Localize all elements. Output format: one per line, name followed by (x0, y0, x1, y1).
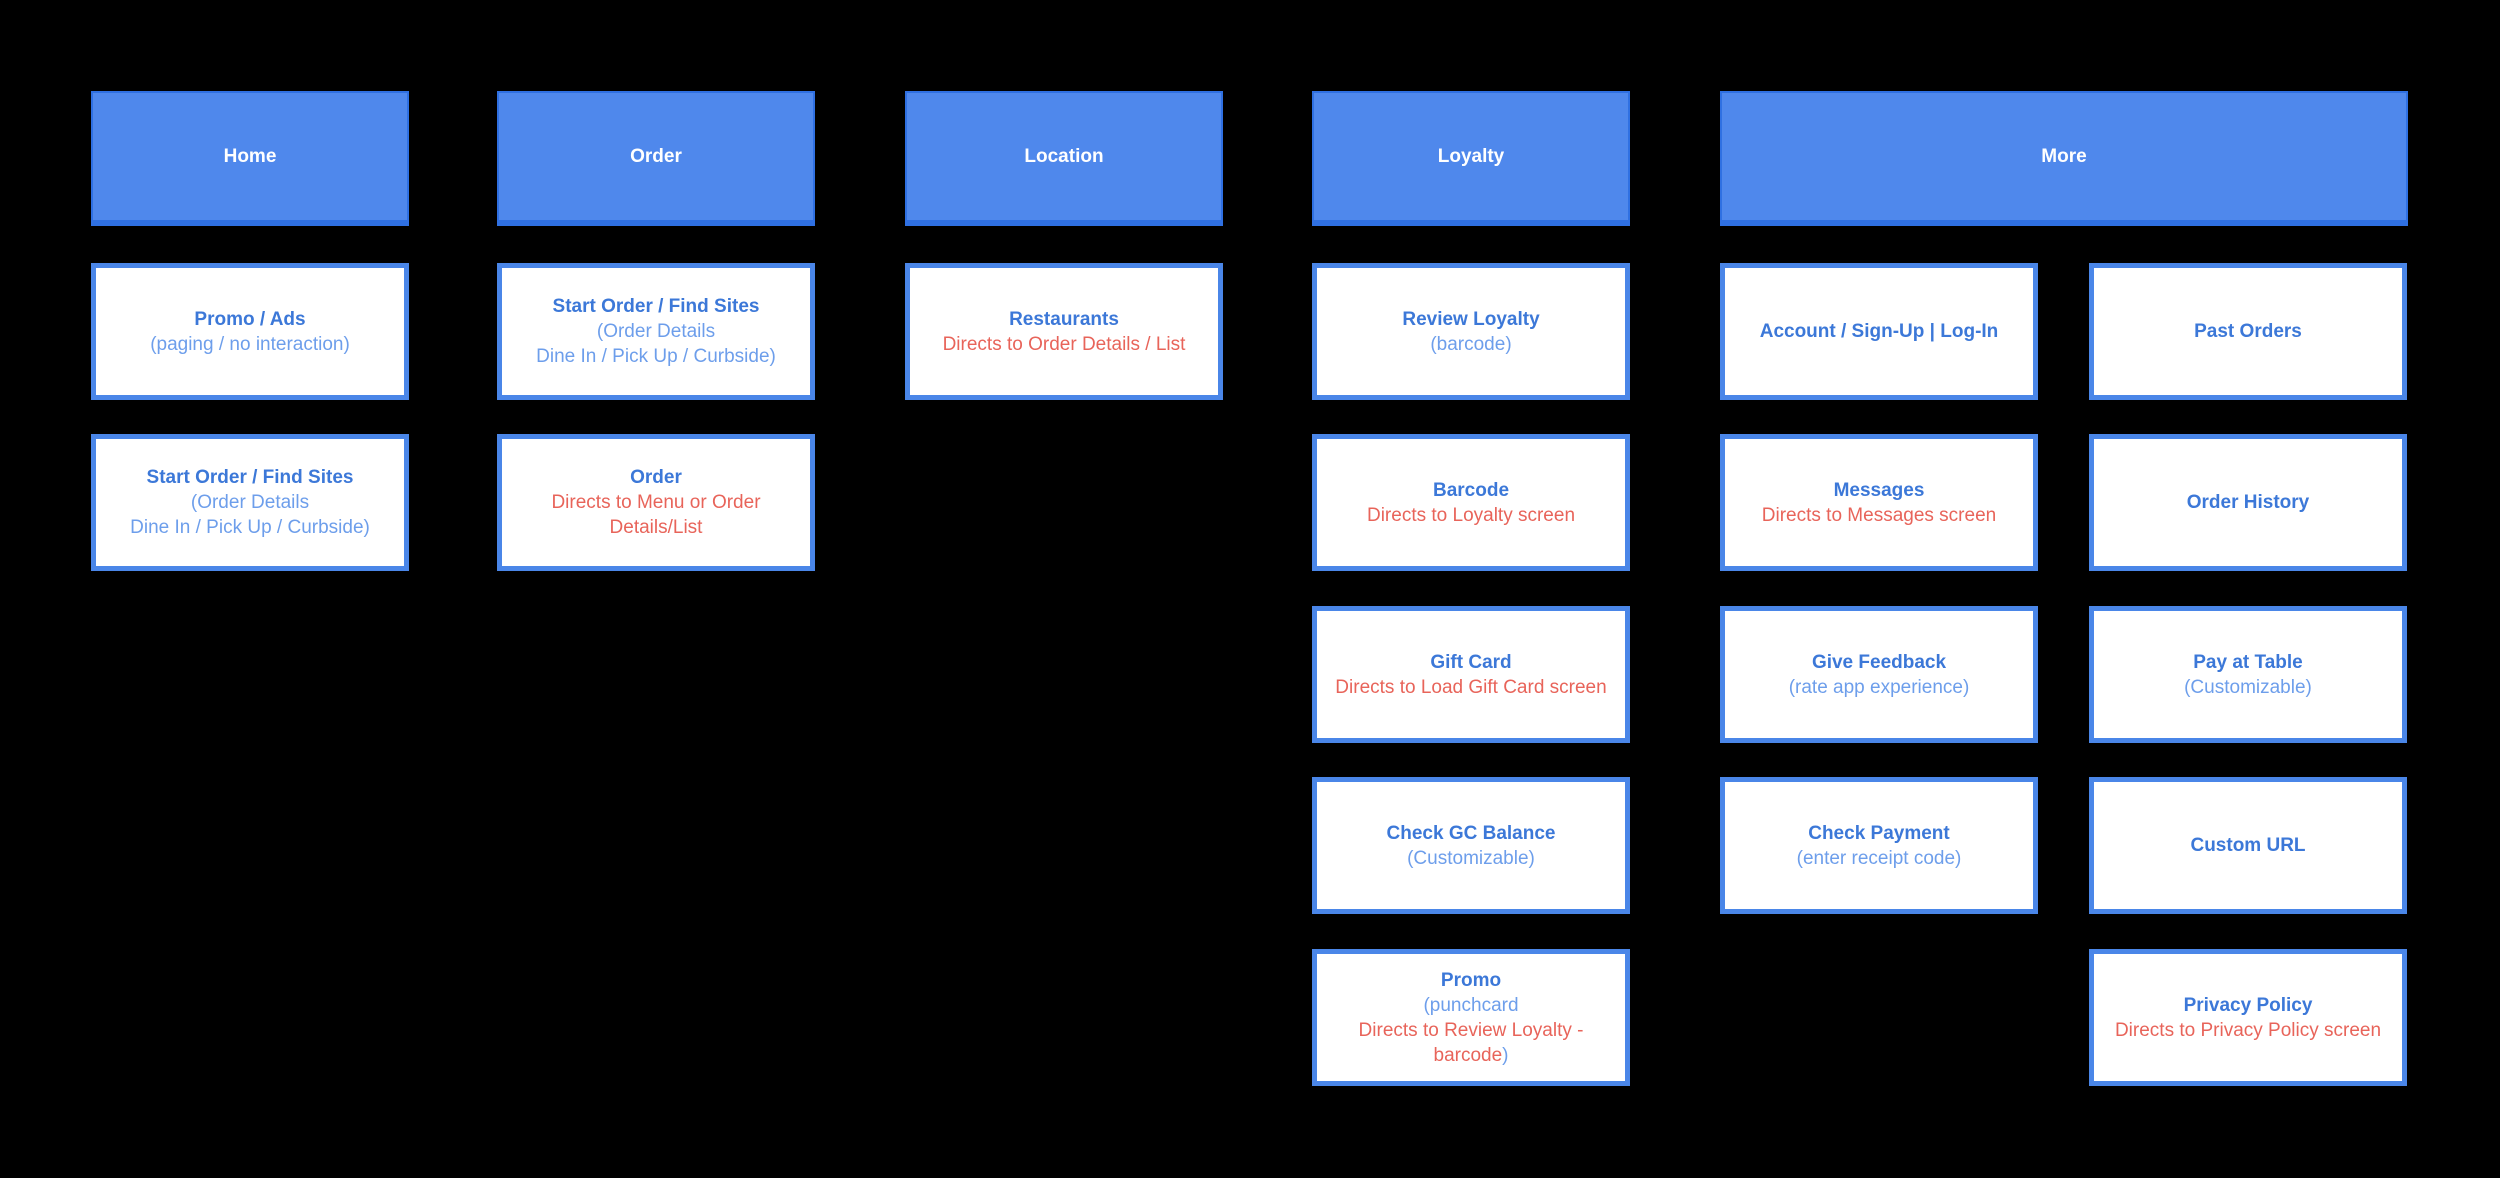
column-header-label: Loyalty (1437, 145, 1505, 167)
node-text-line: (enter receipt code) (1796, 847, 1962, 869)
column-header-more: More (1720, 91, 2408, 226)
node-review-loyalty: Review Loyalty (barcode) (1312, 263, 1630, 400)
node-account-sign-up-log-in: Account / Sign-Up | Log-In (1720, 263, 2038, 400)
node-text-line: (Customizable) (2184, 676, 2312, 698)
node-past-orders: Past Orders (2089, 263, 2407, 400)
node-promo-ads: Promo / Ads (paging / no interaction) (91, 263, 409, 400)
node-text-line: Directs to Menu or Order (551, 492, 761, 513)
node-custom-url: Custom URL (2089, 777, 2407, 914)
node-text-line: (Order Details (190, 492, 310, 513)
node-text-line: barcode) (1434, 1043, 1509, 1068)
node-text-line: Start Order / Find Sites (552, 296, 760, 317)
node-text-line: Dine In / Pick Up / Curbside) (536, 346, 776, 367)
node-text-line: Custom URL (2190, 835, 2306, 856)
node-text-line: Messages (1833, 479, 1925, 501)
node-text-line: Check Payment (1808, 822, 1950, 844)
node-text-line: Start Order / Find Sites (146, 467, 354, 488)
node-text-line: Barcode (1432, 479, 1510, 501)
column-header-label: Home (223, 145, 277, 167)
node-text-line: Give Feedback (1811, 651, 1947, 673)
node-text-line: Directs to Review Loyalty - (1358, 1019, 1584, 1041)
node-text-segment: ) (1502, 1044, 1509, 1066)
node-text-line: (rate app experience) (1788, 676, 1970, 698)
column-header-label: More (2041, 145, 2087, 167)
node-text-line: Directs to Messages screen (1761, 504, 1997, 526)
column-header-order: Order (497, 91, 815, 226)
node-text-line: Directs to Order Details / List (942, 333, 1186, 355)
column-header-label: Order (630, 145, 682, 167)
node-text-line: Review Loyalty (1402, 308, 1540, 330)
node-text-line: Check GC Balance (1386, 822, 1556, 844)
node-text-line: (punchcard (1423, 994, 1519, 1016)
node-text-line: Past Orders (2194, 321, 2302, 342)
column-header-label: Location (1024, 145, 1104, 167)
node-text-line: (Customizable) (1407, 847, 1535, 869)
column-header-home: Home (91, 91, 409, 226)
node-text-line: (barcode) (1430, 333, 1512, 355)
node-text-line: Privacy Policy (2183, 994, 2313, 1016)
node-text-line: Account / Sign-Up | Log-In (1759, 321, 1999, 342)
node-pay-at-table: Pay at Table (Customizable) (2089, 606, 2407, 743)
node-give-feedback: Give Feedback (rate app experience) (1720, 606, 2038, 743)
node-check-gc-balance: Check GC Balance (Customizable) (1312, 777, 1630, 914)
node-text-line: (paging / no interaction) (150, 333, 350, 355)
node-text-line: Pay at Table (2193, 651, 2303, 673)
node-text-line: Promo / Ads (194, 308, 306, 330)
node-text-line: Directs to Load Gift Card screen (1335, 676, 1607, 698)
node-text-line: Order (630, 467, 682, 488)
node-text-line: Details/List (609, 517, 703, 538)
node-text-line: Promo (1440, 969, 1502, 991)
node-text-line: Directs to Privacy Policy screen (2114, 1019, 2382, 1041)
column-header-loyalty: Loyalty (1312, 91, 1630, 226)
node-text-line: Directs to Loyalty screen (1366, 504, 1576, 526)
node-check-payment: Check Payment (enter receipt code) (1720, 777, 2038, 914)
node-text-line: Restaurants (1009, 308, 1119, 330)
node-text-line: Gift Card (1430, 651, 1512, 673)
column-header-location: Location (905, 91, 1223, 226)
node-order-history: Order History (2089, 434, 2407, 571)
node-text-line: Order History (2186, 492, 2310, 513)
node-text-segment: barcode (1433, 1044, 1503, 1066)
node-text-line: Dine In / Pick Up / Curbside) (130, 517, 370, 538)
node-text-line: (Order Details (596, 321, 716, 342)
